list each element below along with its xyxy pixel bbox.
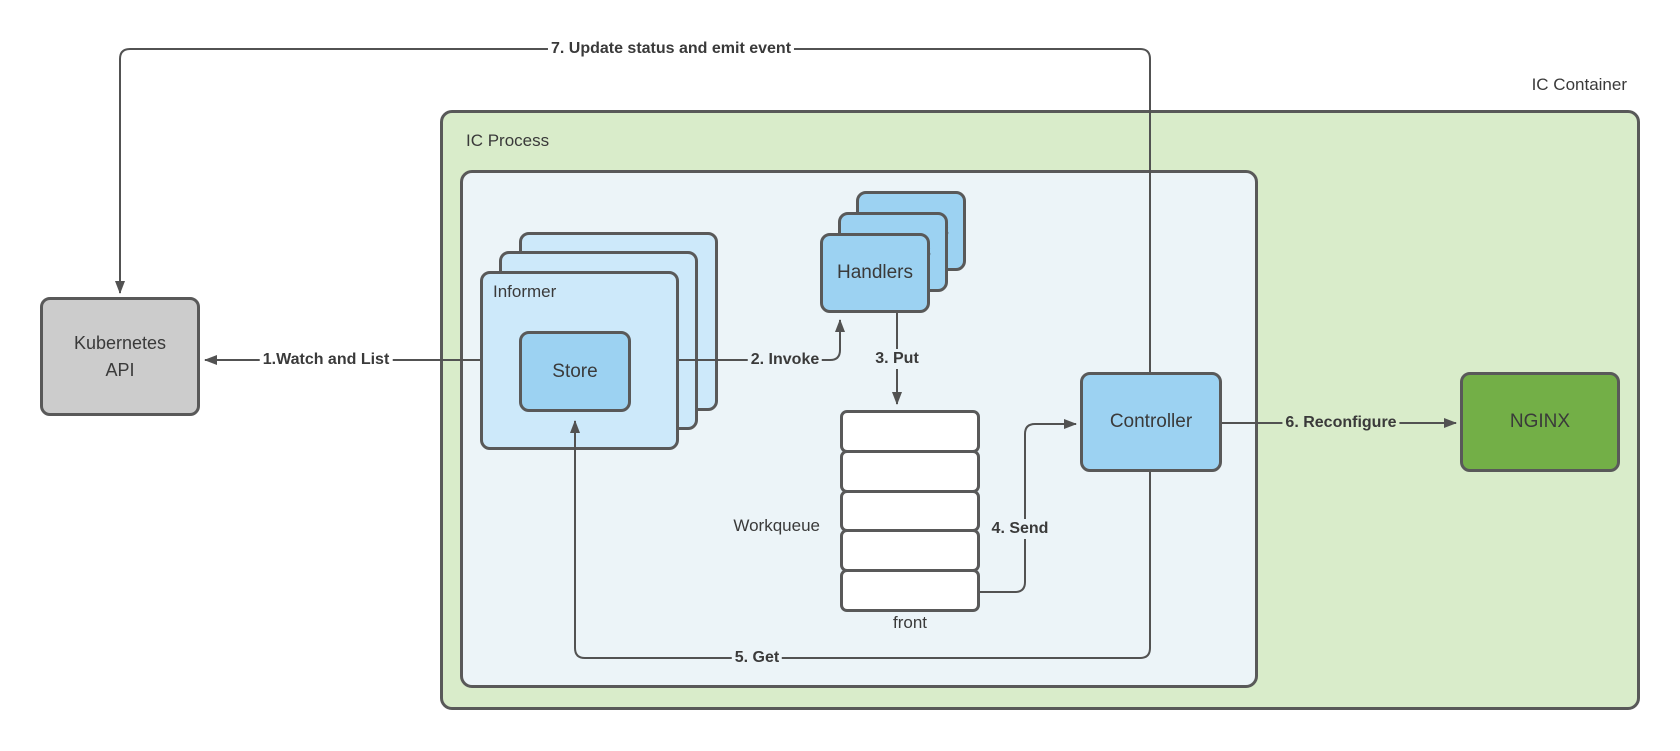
store-node: Store bbox=[519, 331, 631, 412]
kubernetes-api-label: Kubernetes API bbox=[73, 332, 167, 380]
kubernetes-api-node: Kubernetes API bbox=[40, 297, 200, 416]
controller-label: Controller bbox=[1109, 411, 1193, 432]
controller-node: Controller bbox=[1080, 372, 1222, 472]
workqueue-front-label: front bbox=[892, 613, 928, 632]
workqueue-cell bbox=[840, 529, 980, 573]
workqueue-label: Workqueue bbox=[733, 516, 820, 535]
handlers-label: Handlers bbox=[836, 262, 914, 283]
nginx-node: NGINX bbox=[1460, 372, 1620, 472]
nginx-label: NGINX bbox=[1509, 411, 1571, 432]
handlers-node: Handlers bbox=[820, 233, 930, 313]
edge-update-status-label: 7. Update status and emit event bbox=[547, 39, 795, 59]
workqueue-node bbox=[840, 410, 980, 612]
edge-get-label: 5. Get bbox=[731, 648, 783, 668]
edge-send-label: 4. Send bbox=[988, 519, 1052, 539]
workqueue-cell bbox=[840, 410, 980, 453]
ic-process-label: IC Process bbox=[466, 131, 550, 150]
edge-put-label: 3. Put bbox=[872, 349, 922, 369]
store-label: Store bbox=[552, 360, 598, 382]
edge-invoke-label: 2. Invoke bbox=[747, 350, 823, 370]
workqueue-cell bbox=[840, 449, 980, 493]
workqueue-cell bbox=[840, 489, 980, 533]
informer-label: Informer bbox=[493, 282, 557, 301]
ic-container-label: IC Container bbox=[1531, 75, 1627, 94]
workqueue-cell bbox=[840, 569, 980, 612]
edge-watch-and-list-label: 1.Watch and List bbox=[259, 350, 393, 370]
edge-reconfigure-label: 6. Reconfigure bbox=[1282, 413, 1400, 433]
